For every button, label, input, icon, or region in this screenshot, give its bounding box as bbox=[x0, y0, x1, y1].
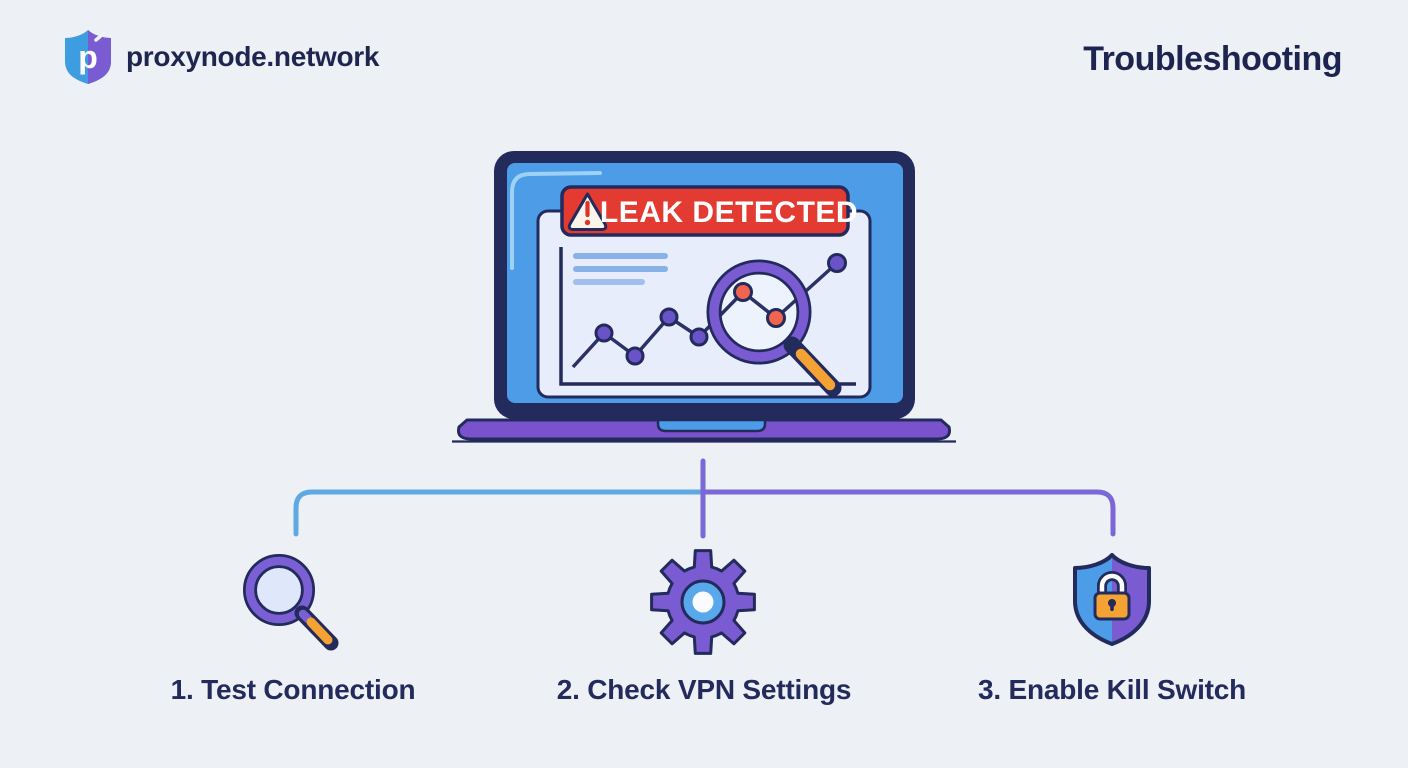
step-label-test-connection: 1. Test Connection bbox=[170, 674, 416, 705]
alert-text: LEAK DETECTED bbox=[600, 196, 858, 229]
magnifier-overlay-icon bbox=[706, 259, 842, 397]
chart-axes bbox=[559, 247, 856, 386]
logo-letter-p: p bbox=[78, 39, 98, 75]
step-label-check-vpn-settings: 2. Check VPN Settings bbox=[556, 674, 852, 705]
laptop-base-notch bbox=[656, 418, 767, 433]
chart-points-normal bbox=[594, 253, 847, 366]
gear-hole bbox=[692, 591, 714, 613]
warning-triangle-icon bbox=[567, 192, 608, 231]
magnifier-icon bbox=[243, 554, 339, 651]
laptop-illustration: LEAK DETECTED bbox=[452, 151, 956, 443]
screen-highlight bbox=[510, 171, 602, 270]
text-placeholder-lines bbox=[573, 253, 668, 285]
padlock-icon bbox=[1093, 571, 1131, 621]
logo-slash bbox=[94, 32, 105, 42]
branch-connectors bbox=[293, 458, 1116, 539]
shield-p-logo-icon: p bbox=[65, 30, 111, 84]
page-title: Troubleshooting bbox=[1083, 40, 1342, 78]
connector-left bbox=[293, 489, 706, 537]
brand-header: p proxynode.network bbox=[62, 28, 379, 86]
gear-icon bbox=[650, 549, 756, 655]
brand-name: proxynode.network bbox=[126, 41, 380, 72]
connector-right bbox=[700, 489, 1116, 537]
shield-lock-icon bbox=[1073, 553, 1151, 646]
step-label-enable-kill-switch: 3. Enable Kill Switch bbox=[977, 674, 1247, 705]
alert-banner: LEAK DETECTED bbox=[560, 185, 858, 237]
chart-points-leak bbox=[733, 282, 786, 328]
